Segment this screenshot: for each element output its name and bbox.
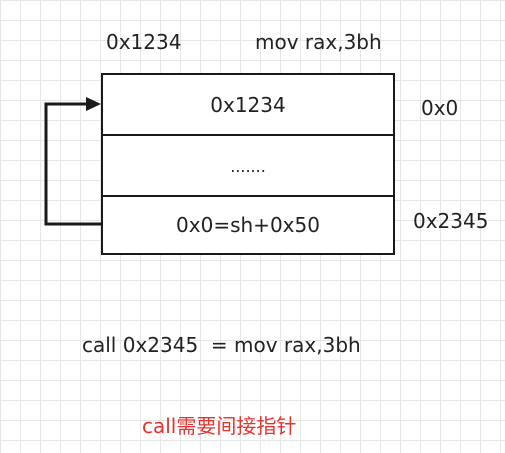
memory-cell-0-address: 0x0: [421, 96, 459, 120]
memory-cell-2-address: 0x2345: [413, 209, 489, 233]
memory-cell-2-content: 0x0=sh+0x50: [176, 213, 320, 237]
memory-cell-2: 0x0=sh+0x50: [103, 197, 393, 253]
equation-text: call 0x2345 = mov rax,3bh: [82, 333, 361, 357]
memory-cell-1-content: .......: [230, 157, 266, 176]
top-instruction-label: mov rax,3bh: [255, 30, 382, 54]
memory-cell-1: .......: [103, 136, 393, 197]
memory-cell-0-content: 0x1234: [210, 92, 286, 117]
memory-table: 0x1234 ....... 0x0=sh+0x50: [101, 73, 395, 255]
top-address-label: 0x1234: [106, 30, 182, 54]
pointer-arrowhead: [86, 97, 101, 111]
red-note: call需要间接指针: [142, 414, 297, 438]
memory-cell-0: 0x1234: [103, 75, 393, 136]
pointer-arrow-line: [44, 102, 101, 226]
